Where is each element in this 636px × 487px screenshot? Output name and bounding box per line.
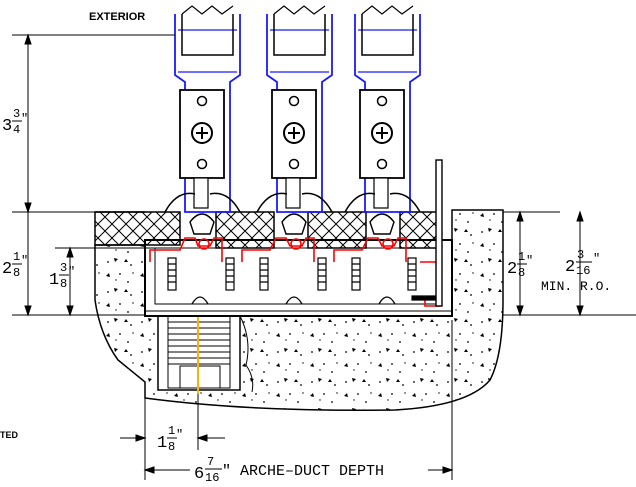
svg-text:1: 1 — [518, 250, 525, 264]
svg-text:": " — [21, 254, 28, 268]
dim-left-inner: 1 3 8 " — [49, 261, 75, 291]
sill-screw-icon — [351, 257, 361, 291]
svg-text:7: 7 — [207, 455, 214, 469]
svg-text:1: 1 — [157, 434, 167, 453]
sill-screw-icon — [259, 257, 269, 291]
dim-right-inner: 2 1 8 " — [507, 250, 533, 280]
exterior-label: EXTERIOR — [89, 11, 145, 23]
svg-text:4: 4 — [13, 123, 20, 137]
svg-text:3: 3 — [13, 107, 20, 121]
svg-text:2: 2 — [2, 260, 12, 279]
svg-text:16: 16 — [576, 264, 590, 278]
svg-text:6: 6 — [194, 465, 204, 484]
svg-text:1: 1 — [168, 424, 175, 438]
svg-text:3: 3 — [60, 261, 67, 275]
anchor-pocket — [157, 300, 254, 394]
cross-head-screw-icon — [191, 122, 213, 144]
min-ro-label: MIN. R.O. — [541, 279, 611, 294]
svg-text:16: 16 — [205, 471, 219, 485]
dimension-lines — [12, 33, 636, 480]
svg-text:": " — [593, 252, 600, 266]
cropped-note-fragment: TED — [0, 430, 19, 440]
arche-duct-depth-label: " ARCHE–DUCT DEPTH — [222, 463, 384, 480]
svg-text:": " — [176, 428, 183, 442]
door-panel-2 — [256, 5, 333, 235]
sill-channel — [144, 239, 453, 317]
svg-text:2: 2 — [565, 258, 575, 277]
cross-head-screw-icon — [283, 122, 305, 144]
svg-text:1: 1 — [13, 250, 20, 264]
dim-bottom-small: 1 1 8 " — [157, 424, 183, 454]
sill-screw-icon — [225, 257, 235, 291]
sill-fasteners — [167, 257, 437, 301]
svg-text:2: 2 — [507, 260, 517, 279]
svg-text:8: 8 — [518, 266, 525, 280]
jamb-plate — [435, 159, 443, 307]
svg-text:": " — [526, 254, 533, 268]
svg-text:": " — [68, 265, 75, 279]
sill-screw-icon — [317, 257, 327, 291]
svg-text:3: 3 — [2, 117, 12, 136]
dim-right-outer: 2 3 16 " MIN. R.O. — [541, 248, 611, 294]
dim-overall-height: 3 3 4 " — [2, 107, 28, 137]
door-panel-3 — [344, 5, 421, 235]
door-panel-1 — [164, 5, 241, 235]
sill-screw-icon — [167, 257, 177, 291]
svg-text:8: 8 — [13, 266, 20, 280]
dim-arche-duct-depth: 6 7 16 " ARCHE–DUCT DEPTH — [194, 455, 384, 485]
svg-text:8: 8 — [60, 277, 67, 291]
svg-text:": " — [21, 112, 28, 126]
svg-text:1: 1 — [49, 271, 59, 290]
cross-head-screw-icon — [371, 122, 393, 144]
sill-screw-icon — [407, 257, 417, 291]
svg-text:3: 3 — [577, 248, 584, 262]
svg-text:8: 8 — [168, 440, 175, 454]
dim-left-outer: 2 1 8 " — [2, 250, 28, 280]
